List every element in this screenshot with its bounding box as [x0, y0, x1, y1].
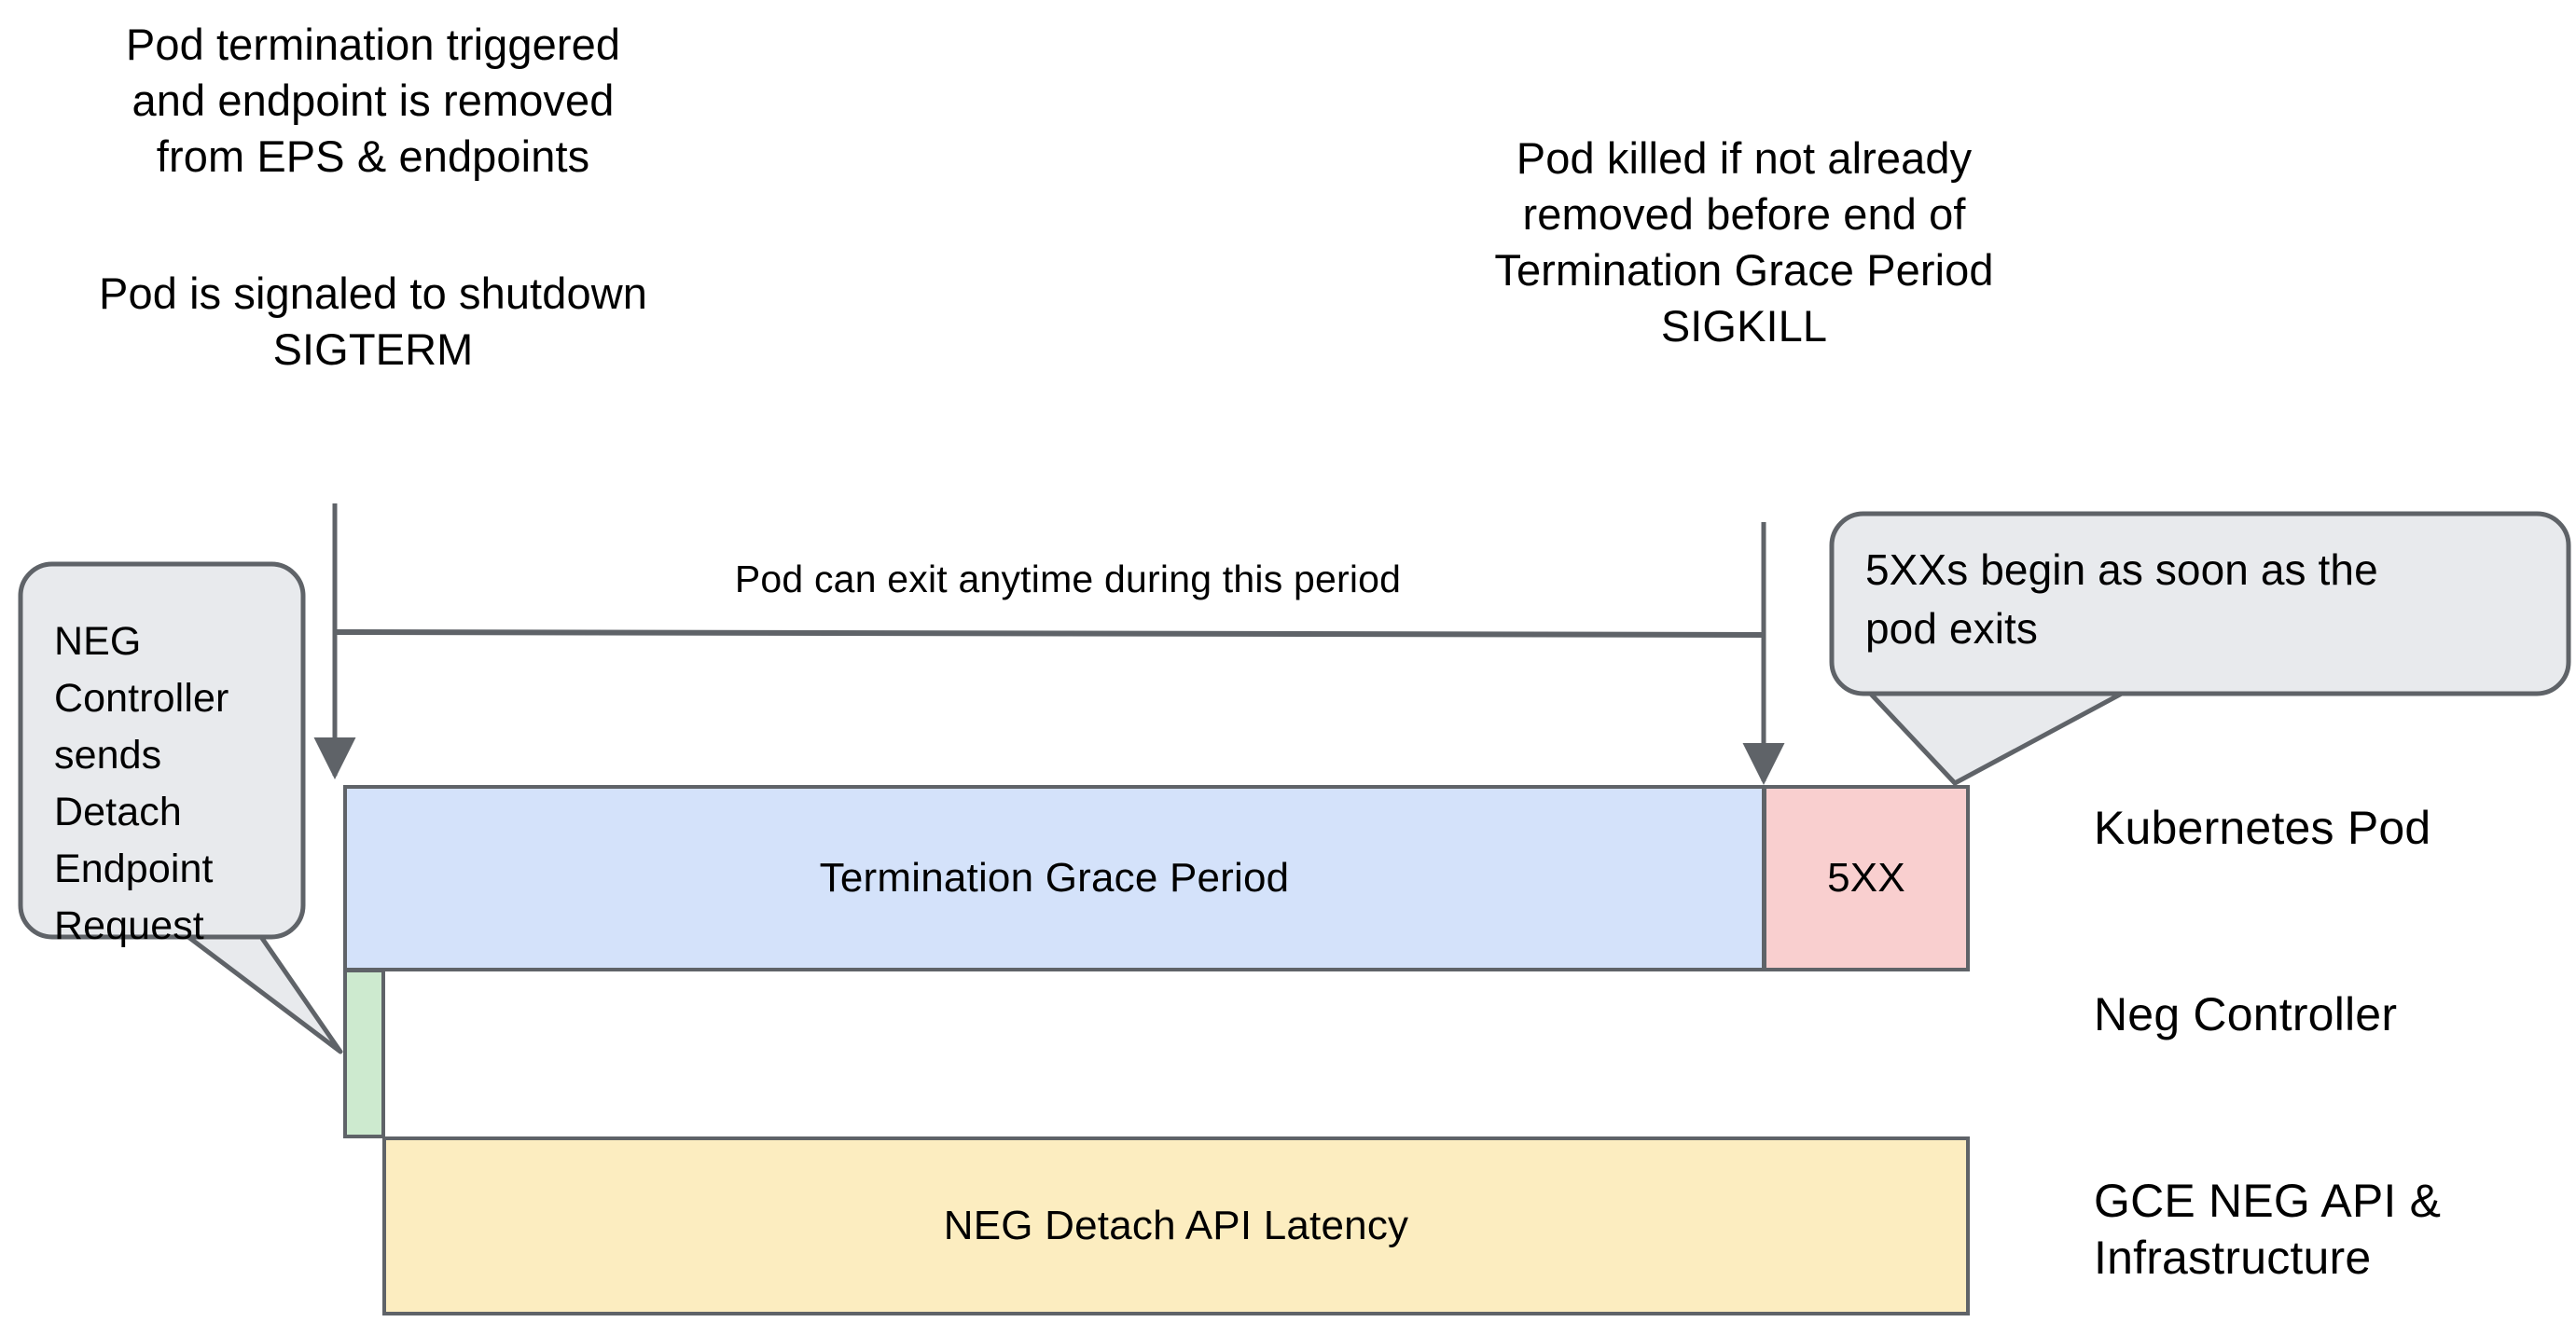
- lane-label-neg-controller: Neg Controller: [2094, 988, 2398, 1040]
- bar-5xx[interactable]: 5XX: [1763, 785, 1970, 971]
- 5xx-callout-label: 5XXs begin as soon as the pod exits: [1865, 545, 2378, 654]
- callout-tail: [1863, 685, 2135, 786]
- bar-label-5xx: 5XX: [1827, 855, 1905, 901]
- span-label-pod-can-exit: Pod can exit anytime during this period: [734, 558, 1402, 600]
- lane-label-gce-neg-api: GCE NEG API & Infrastructure: [2094, 1175, 2442, 1284]
- bar-label-termination-grace-period: Termination Grace Period: [819, 855, 1290, 901]
- bar-termination-grace-period[interactable]: Termination Grace Period: [343, 785, 1766, 971]
- bar-neg-detach-api-latency[interactable]: NEG Detach API Latency: [382, 1136, 1970, 1315]
- lane-label-kubernetes-pod: Kubernetes Pod: [2094, 802, 2431, 854]
- span-bracket-line: [334, 629, 1765, 638]
- note-pod-termination-triggered: Pod termination triggered and endpoint i…: [125, 20, 621, 182]
- note-pod-killed-sigkill: Pod killed if not already removed before…: [1494, 133, 1994, 351]
- neg-controller-callout-label: NEG Controller sends Detach Endpoint Req…: [54, 619, 229, 949]
- note-pod-signaled-shutdown: Pod is signaled to shutdown SIGTERM: [99, 269, 647, 375]
- bar-label-neg-detach-api-latency: NEG Detach API Latency: [943, 1203, 1409, 1248]
- bar-neg-detach-request[interactable]: [343, 969, 385, 1138]
